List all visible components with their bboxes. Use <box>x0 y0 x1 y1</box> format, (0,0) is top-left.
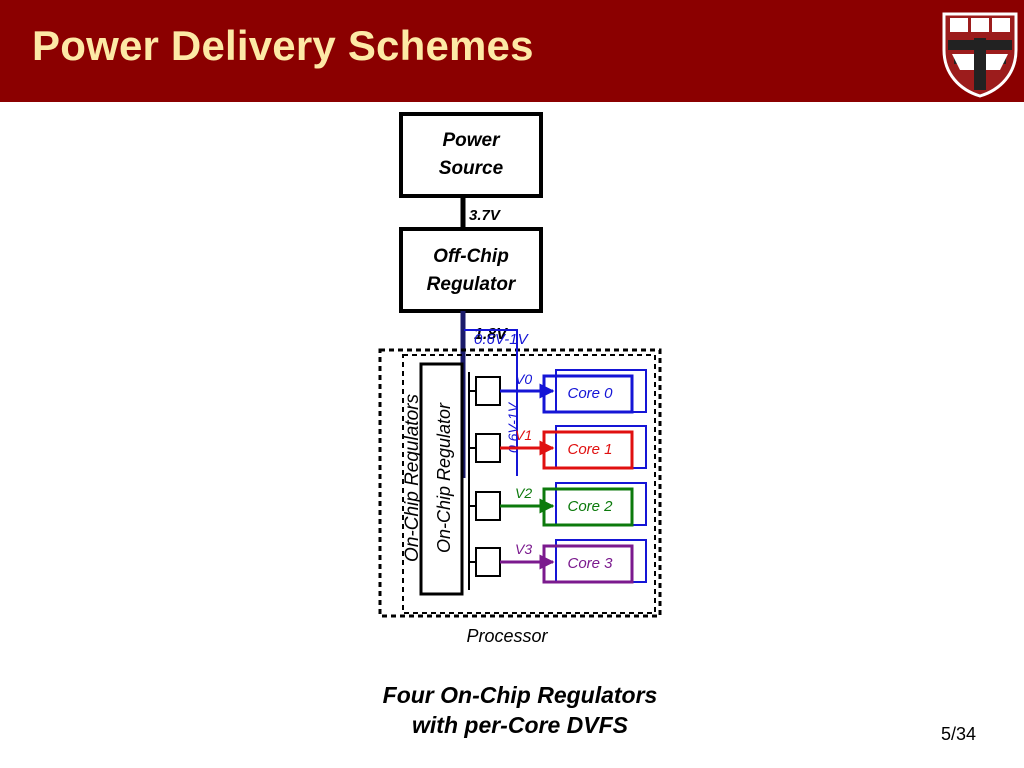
on-chip-regulators-label: On-Chip Regulators <box>402 394 423 562</box>
power-source-label-line1: Power <box>442 130 501 151</box>
processor-boundary-inner <box>402 354 656 614</box>
off-chip-regulator-label-line2: Regulator <box>427 274 517 295</box>
blue-supply-path <box>464 329 518 392</box>
off-chip-regulator-label-line1: Off-Chip <box>433 246 509 267</box>
diagram-caption: Four On-Chip Regulators with per-Core DV… <box>340 680 700 740</box>
core-3-label: Core 3 <box>567 555 613 572</box>
core-1-inner-box <box>542 430 634 470</box>
core-2-voltage-label: V2 <box>515 485 532 501</box>
off-chip-regulator-box <box>399 227 543 313</box>
core-2-label: Core 2 <box>567 498 613 515</box>
on-chip-regulator-block <box>419 362 464 596</box>
source-voltage-label: 3.7V <box>469 207 502 224</box>
core-3-voltage-label: V3 <box>515 541 532 557</box>
slide-header: Power Delivery Schemes <box>0 0 1024 102</box>
regulator-stage-0 <box>469 376 501 406</box>
processor-boundary-outer <box>378 348 662 618</box>
harvard-shield-icon <box>942 12 1018 98</box>
slide-title: Power Delivery Schemes <box>32 22 534 69</box>
caption-line-2: with per-Core DVFS <box>412 712 628 738</box>
core-1-label: Core 1 <box>567 441 612 458</box>
core-0-inner-box <box>542 374 634 414</box>
core-3-inner-box <box>542 544 634 584</box>
core-0-voltage-label: V0 <box>515 371 532 387</box>
regulator-stage-1 <box>469 433 501 463</box>
core-1-voltage-label: V1 <box>515 427 532 443</box>
caption-line-1: Four On-Chip Regulators <box>382 682 658 708</box>
side-range-voltage-label: 0.6V-1V <box>505 401 521 453</box>
page-number: 5/34 <box>940 724 976 744</box>
regulator-stage-2 <box>469 491 501 521</box>
regulator-stage-3 <box>469 547 501 577</box>
power-source-box <box>399 112 543 198</box>
core-2-inner-box <box>542 487 634 527</box>
power-source-label-line2: Source <box>439 158 504 179</box>
on-chip-regulator-label: On-Chip Regulator <box>434 402 454 553</box>
core-0-label: Core 0 <box>567 385 613 402</box>
processor-label: Processor <box>466 626 548 646</box>
range-voltage-label: 0.6V-1V <box>474 331 530 348</box>
